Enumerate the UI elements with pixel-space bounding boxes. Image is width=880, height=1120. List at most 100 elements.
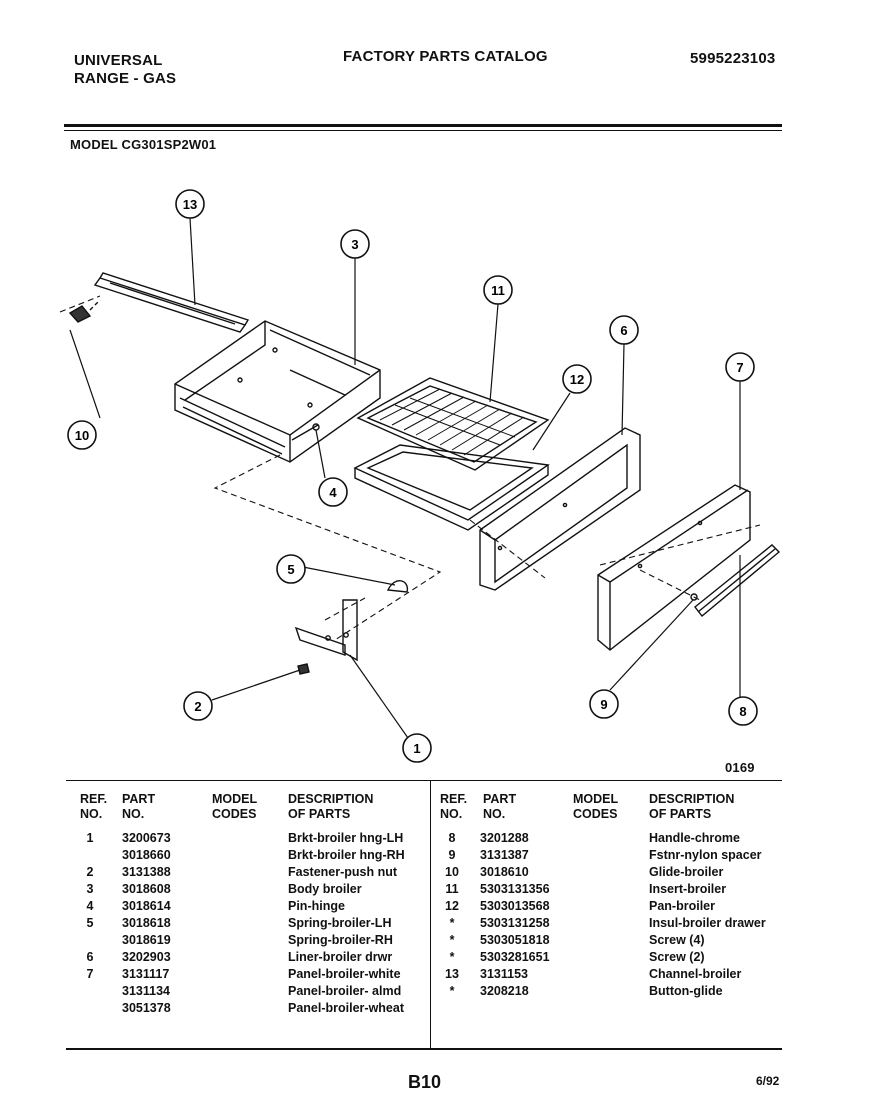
svg-text:10: 10 bbox=[75, 428, 89, 443]
part-description: Panel-broiler-white bbox=[288, 967, 401, 981]
ref-no: 10 bbox=[445, 865, 459, 879]
model-label: MODEL CG301SP2W01 bbox=[70, 137, 217, 152]
part-no: 3131117 bbox=[122, 967, 170, 981]
callout-2: 2 bbox=[183, 691, 213, 721]
callout-4: 4 bbox=[318, 477, 348, 507]
svg-text:5: 5 bbox=[287, 562, 294, 577]
part-description: Channel-broiler bbox=[649, 967, 742, 981]
ref-no: * bbox=[449, 984, 455, 998]
ref-no: 12 bbox=[445, 899, 459, 913]
part-description: Panel-broiler- almd bbox=[288, 984, 402, 998]
part-no: 3051378 bbox=[122, 1001, 171, 1015]
header-model-right: MODEL CODES bbox=[573, 792, 619, 821]
ref-no: 1 bbox=[86, 831, 94, 845]
figure-number: 0169 bbox=[725, 760, 755, 775]
pan-broiler-part bbox=[353, 444, 550, 531]
part-description: Liner-broiler drwr bbox=[288, 950, 393, 964]
header-part-right: PART NO. bbox=[483, 792, 517, 821]
spacer-part bbox=[690, 593, 698, 601]
svg-text:8: 8 bbox=[739, 704, 746, 719]
part-description: Body broiler bbox=[288, 882, 362, 896]
svg-text:6: 6 bbox=[620, 323, 627, 338]
callout-6: 6 bbox=[609, 315, 639, 345]
part-description: Brkt-broiler hng-LH bbox=[288, 831, 404, 845]
push-nut-part bbox=[297, 663, 310, 675]
part-no: 3200673 bbox=[122, 831, 171, 845]
part-no: 3131134 bbox=[122, 984, 170, 998]
spring-broiler-part bbox=[386, 580, 409, 593]
svg-text:1: 1 bbox=[413, 741, 420, 756]
page-number: B10 bbox=[408, 1072, 442, 1092]
svg-text:11: 11 bbox=[491, 283, 505, 298]
part-description: Fastener-push nut bbox=[288, 865, 398, 879]
part-description: Spring-broiler-LH bbox=[288, 916, 392, 930]
part-no: 5303013568 bbox=[480, 899, 550, 913]
ref-no: 8 bbox=[448, 831, 456, 845]
part-no: 3131387 bbox=[480, 848, 529, 862]
bracket-broiler-part bbox=[294, 599, 358, 662]
part-no: 3201288 bbox=[480, 831, 529, 845]
pin-hinge-part bbox=[291, 423, 320, 441]
callout-13: 13 bbox=[175, 189, 205, 219]
header-desc-left: DESCRIPTION OF PARTS bbox=[288, 792, 374, 821]
callout-10: 10 bbox=[67, 420, 97, 450]
table-divider bbox=[430, 780, 431, 1048]
part-no: 5303051818 bbox=[480, 933, 550, 947]
callout-12: 12 bbox=[562, 364, 592, 394]
svg-text:13: 13 bbox=[183, 197, 197, 212]
header-ref-right: REF. NO. bbox=[440, 792, 468, 821]
ref-no: * bbox=[449, 950, 455, 964]
ref-no: 11 bbox=[445, 882, 459, 896]
svg-text:2: 2 bbox=[194, 699, 201, 714]
callout-9: 9 bbox=[589, 689, 619, 719]
brand-line-2: RANGE - GAS bbox=[74, 70, 177, 87]
handle-chrome-part bbox=[694, 544, 781, 618]
ref-no: 13 bbox=[445, 967, 459, 981]
header-part-left: PART NO. bbox=[122, 792, 156, 821]
part-description: Pan-broiler bbox=[649, 899, 715, 913]
part-description: Insert-broiler bbox=[649, 882, 727, 896]
header-rule-thin bbox=[64, 130, 782, 131]
part-no: 3202903 bbox=[122, 950, 171, 964]
part-no: 5303131356 bbox=[480, 882, 550, 896]
callout-1: 1 bbox=[402, 733, 432, 763]
header-rule-thick bbox=[64, 124, 782, 127]
ref-no: 6 bbox=[86, 950, 94, 964]
table-top-rule bbox=[66, 780, 782, 781]
ref-no: 7 bbox=[86, 967, 94, 981]
part-no: 3018618 bbox=[122, 916, 171, 930]
header-desc-right: DESCRIPTION OF PARTS bbox=[649, 792, 735, 821]
ref-no: 5 bbox=[86, 916, 94, 930]
part-no: 5303131258 bbox=[480, 916, 550, 930]
part-no: 3018619 bbox=[122, 933, 171, 947]
brand-line-1: UNIVERSAL bbox=[74, 52, 163, 69]
svg-text:12: 12 bbox=[570, 372, 584, 387]
glide-broiler-part bbox=[68, 299, 101, 323]
part-description: Fstnr-nylon spacer bbox=[649, 848, 762, 862]
part-description: Glide-broiler bbox=[649, 865, 724, 879]
catalog-date: 6/92 bbox=[756, 1074, 780, 1088]
svg-text:3: 3 bbox=[351, 237, 358, 252]
callout-8: 8 bbox=[728, 696, 758, 726]
ref-no: 3 bbox=[86, 882, 94, 896]
part-no: 3208218 bbox=[480, 984, 529, 998]
ref-no: * bbox=[449, 916, 455, 930]
part-description: Brkt-broiler hng-RH bbox=[288, 848, 405, 862]
part-no: 3018660 bbox=[122, 848, 171, 862]
footer-rule bbox=[66, 1048, 782, 1050]
catalog-title: FACTORY PARTS CATALOG bbox=[343, 48, 548, 65]
callout-5: 5 bbox=[276, 554, 306, 584]
svg-text:9: 9 bbox=[600, 697, 607, 712]
part-no: 3131388 bbox=[122, 865, 171, 879]
part-description: Handle-chrome bbox=[649, 831, 740, 845]
part-description: Panel-broiler-wheat bbox=[288, 1001, 404, 1015]
part-description: Insul-broiler drawer bbox=[649, 916, 766, 930]
part-no: 5303281651 bbox=[480, 950, 550, 964]
part-description: Spring-broiler-RH bbox=[288, 933, 393, 947]
ref-no: * bbox=[449, 933, 455, 947]
svg-text:7: 7 bbox=[736, 360, 743, 375]
part-description: Screw (2) bbox=[649, 950, 705, 964]
ref-no: 2 bbox=[86, 865, 94, 879]
part-description: Screw (4) bbox=[649, 933, 705, 947]
part-description: Button-glide bbox=[649, 984, 723, 998]
